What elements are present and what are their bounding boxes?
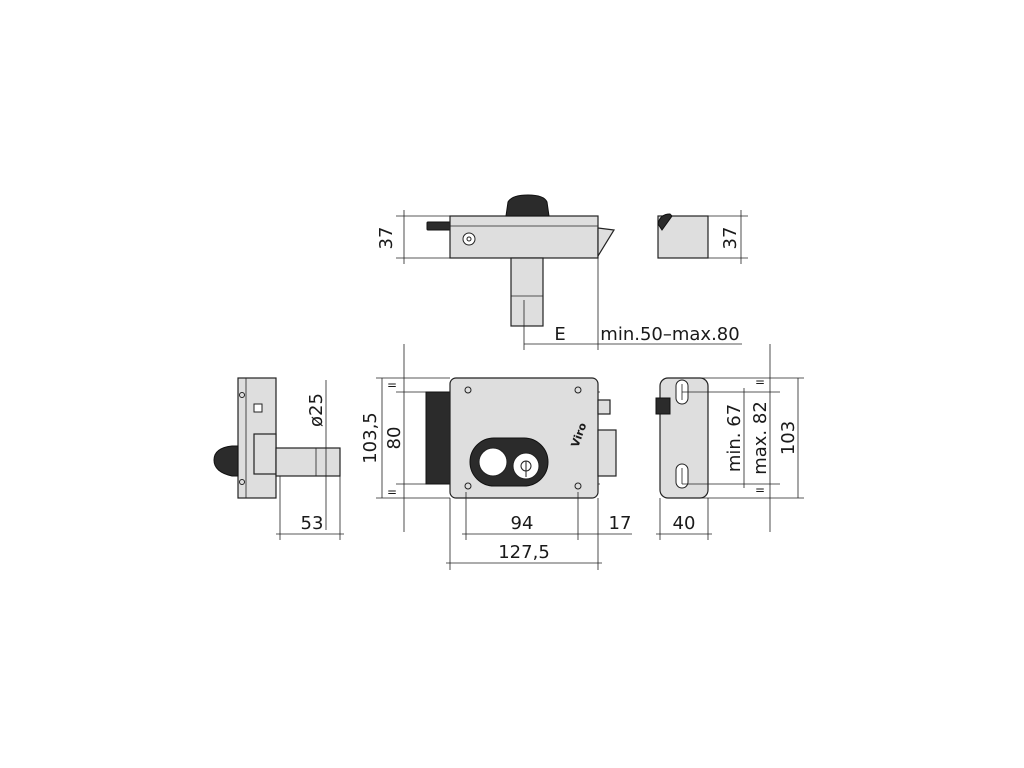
button-hole <box>478 447 508 477</box>
parallel-mark-plate-bottom: = <box>755 483 765 497</box>
dim-side-depth: 53 <box>301 513 324 534</box>
strike-plate-view: min. 67 max. 82 103 = = 40 <box>655 344 804 540</box>
dim-front-height-total: 103,5 <box>360 412 381 464</box>
top-knob <box>505 194 550 217</box>
dim-front-width: 127,5 <box>498 542 550 563</box>
left-side-view: ø25 53 <box>213 377 344 540</box>
parallel-mark-plate-top: = <box>755 375 765 389</box>
parallel-mark-bottom: = <box>387 485 397 499</box>
dim-plate-height: 103 <box>778 421 799 455</box>
dim-plate-width: 40 <box>673 513 696 534</box>
top-side-view: 37 <box>657 210 748 264</box>
dim-right-offset: 17 <box>609 513 632 534</box>
parallel-mark-top: = <box>387 378 397 392</box>
side-knob <box>213 445 239 477</box>
dim-top-side-height: 37 <box>720 227 741 250</box>
dim-top-height: 37 <box>376 227 397 250</box>
dim-plate-max: max. 82 <box>750 401 771 475</box>
dim-diameter: ø25 <box>306 393 327 427</box>
dim-front-height-inner: 80 <box>384 427 405 450</box>
front-view: 103,5 80 = = Viro 94 17 127,5 <box>360 344 632 570</box>
dim-e-label: E <box>554 324 565 345</box>
dim-plate-min: min. 67 <box>724 404 745 472</box>
dim-hole-spacing: 94 <box>511 513 534 534</box>
top-view: 37 E min.50–max.80 <box>376 194 742 350</box>
dim-e-range: min.50–max.80 <box>600 324 739 345</box>
